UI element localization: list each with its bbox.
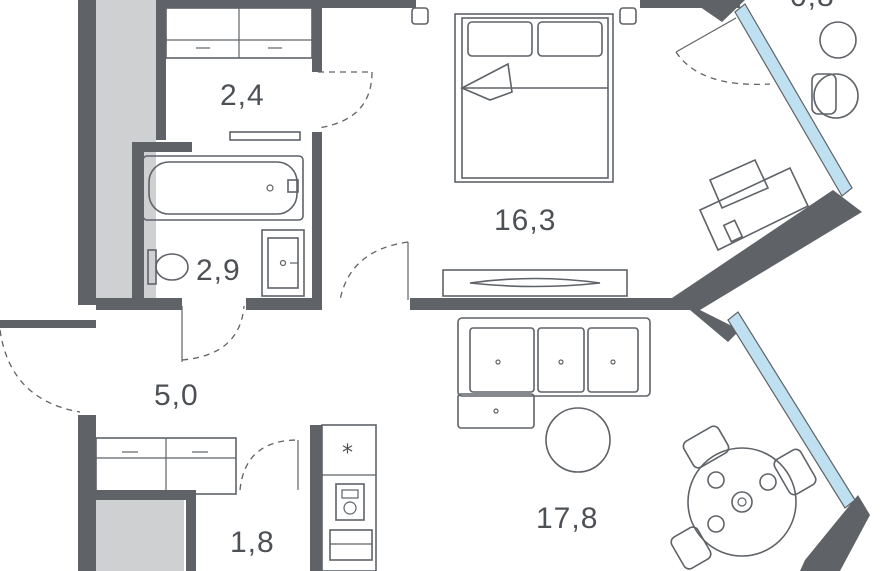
doors: [0, 17, 771, 491]
bathtub-icon: [142, 155, 304, 221]
area-bathroom: 2,9: [196, 254, 241, 287]
hall-cabinets: [95, 437, 237, 495]
coffee-table: [545, 407, 611, 473]
area-hallway: 5,0: [154, 379, 199, 412]
sink-icon: [261, 229, 305, 297]
area-bedroom: 16,3: [494, 204, 556, 237]
toilet-icon: [147, 249, 189, 285]
wardrobe-cabinets: [165, 7, 313, 141]
desk-icon: [698, 158, 810, 252]
bed-icon: [411, 7, 637, 183]
tv-stand-icon: [442, 269, 628, 297]
balcony-furniture: [811, 21, 859, 119]
area-balcony: 0,8: [790, 0, 835, 13]
window-bedroom: [734, 3, 853, 197]
stove-icon: [321, 424, 377, 571]
window-living: [727, 311, 856, 509]
stove-symbol: *: [342, 441, 353, 466]
area-wardrobe: 2,4: [220, 79, 265, 112]
dining-table-icon: [670, 425, 817, 570]
sofa-icon: [457, 317, 651, 429]
shaft-lower: [96, 500, 184, 571]
area-storage: 1,8: [230, 526, 275, 559]
area-living-kitchen: 17,8: [536, 502, 598, 535]
